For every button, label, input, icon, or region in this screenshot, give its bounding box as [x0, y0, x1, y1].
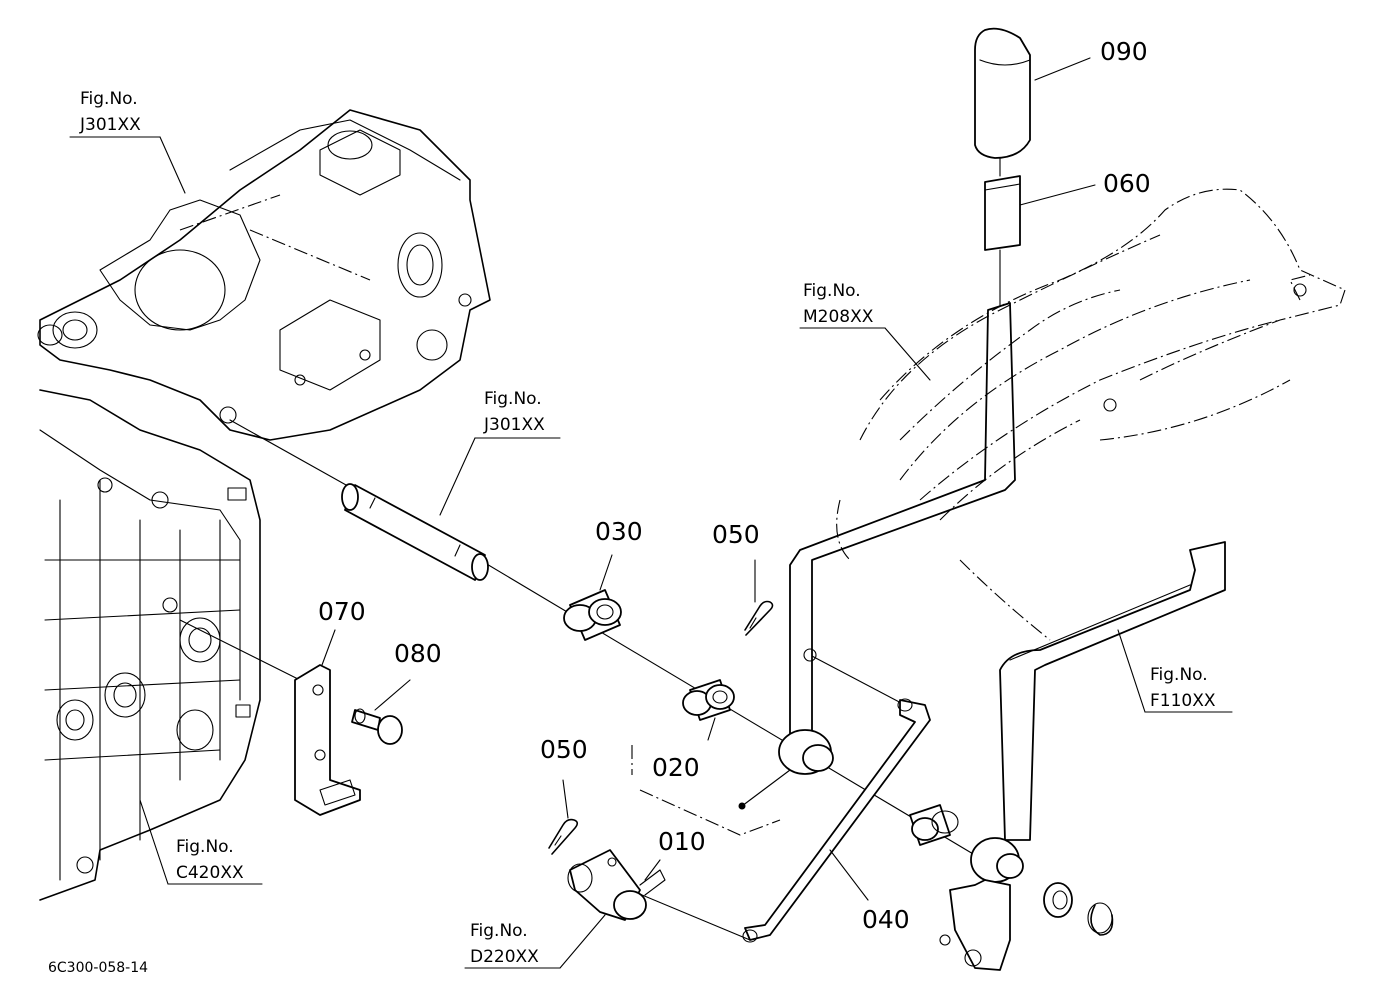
ref-title-d220: Fig.No.: [470, 921, 528, 941]
ref-code-j301-mid: J301XX: [483, 415, 545, 435]
ref-title-j301-mid: Fig.No.: [484, 389, 542, 409]
part-number-050-lower: 050: [540, 735, 588, 764]
lever-f110: [939, 541, 1226, 971]
part-number-070: 070: [318, 597, 366, 626]
washer: [1043, 882, 1073, 918]
part-number-050-upper: 050: [712, 520, 760, 549]
control-arm: [567, 849, 666, 921]
ref-code-m208: M208XX: [803, 307, 874, 327]
figure-code: 6C300-058-14: [48, 960, 148, 976]
ref-code-c420: C420XX: [176, 863, 244, 883]
lever-rod-centerline: [809, 654, 906, 706]
collar-020: [682, 679, 735, 721]
ref-code-j301-top: J301XX: [79, 115, 141, 135]
bracket-070: [294, 664, 361, 816]
part-number-090: 090: [1100, 37, 1148, 66]
leader-lines: [69, 57, 1233, 969]
part-number-080: 080: [394, 639, 442, 668]
ref-title-c420: Fig.No.: [176, 837, 234, 857]
hydraulic-housing-drawing: [37, 109, 491, 441]
ref-title-f110: Fig.No.: [1150, 665, 1208, 685]
cotter-pin-upper: [744, 600, 774, 636]
arm-rod-centerline: [629, 889, 751, 941]
lift-shaft: [341, 483, 489, 581]
fender-outline: [836, 188, 1346, 641]
part-number-060: 060: [1103, 169, 1151, 198]
knob-090: [974, 27, 1031, 159]
rod-040: [742, 698, 931, 943]
part-number-020: 020: [652, 753, 700, 782]
bolt-080: [351, 708, 403, 745]
cotter-pin-lower: [548, 818, 579, 855]
collar-small: [909, 804, 959, 846]
assembly-010-marker: [631, 745, 791, 836]
grip-060: [984, 157, 1021, 311]
ref-title-m208: Fig.No.: [803, 281, 861, 301]
position-lever: [778, 302, 1016, 775]
part-number-030: 030: [595, 517, 643, 546]
ref-code-d220: D220XX: [470, 947, 539, 967]
collar-030: [563, 589, 622, 641]
transmission-case-drawing: [39, 389, 261, 901]
part-number-010: 010: [658, 827, 706, 856]
ref-code-f110: F110XX: [1150, 691, 1216, 711]
ref-title-j301-top: Fig.No.: [80, 89, 138, 109]
part-number-040: 040: [862, 905, 910, 934]
snap-ring: [1087, 902, 1114, 936]
